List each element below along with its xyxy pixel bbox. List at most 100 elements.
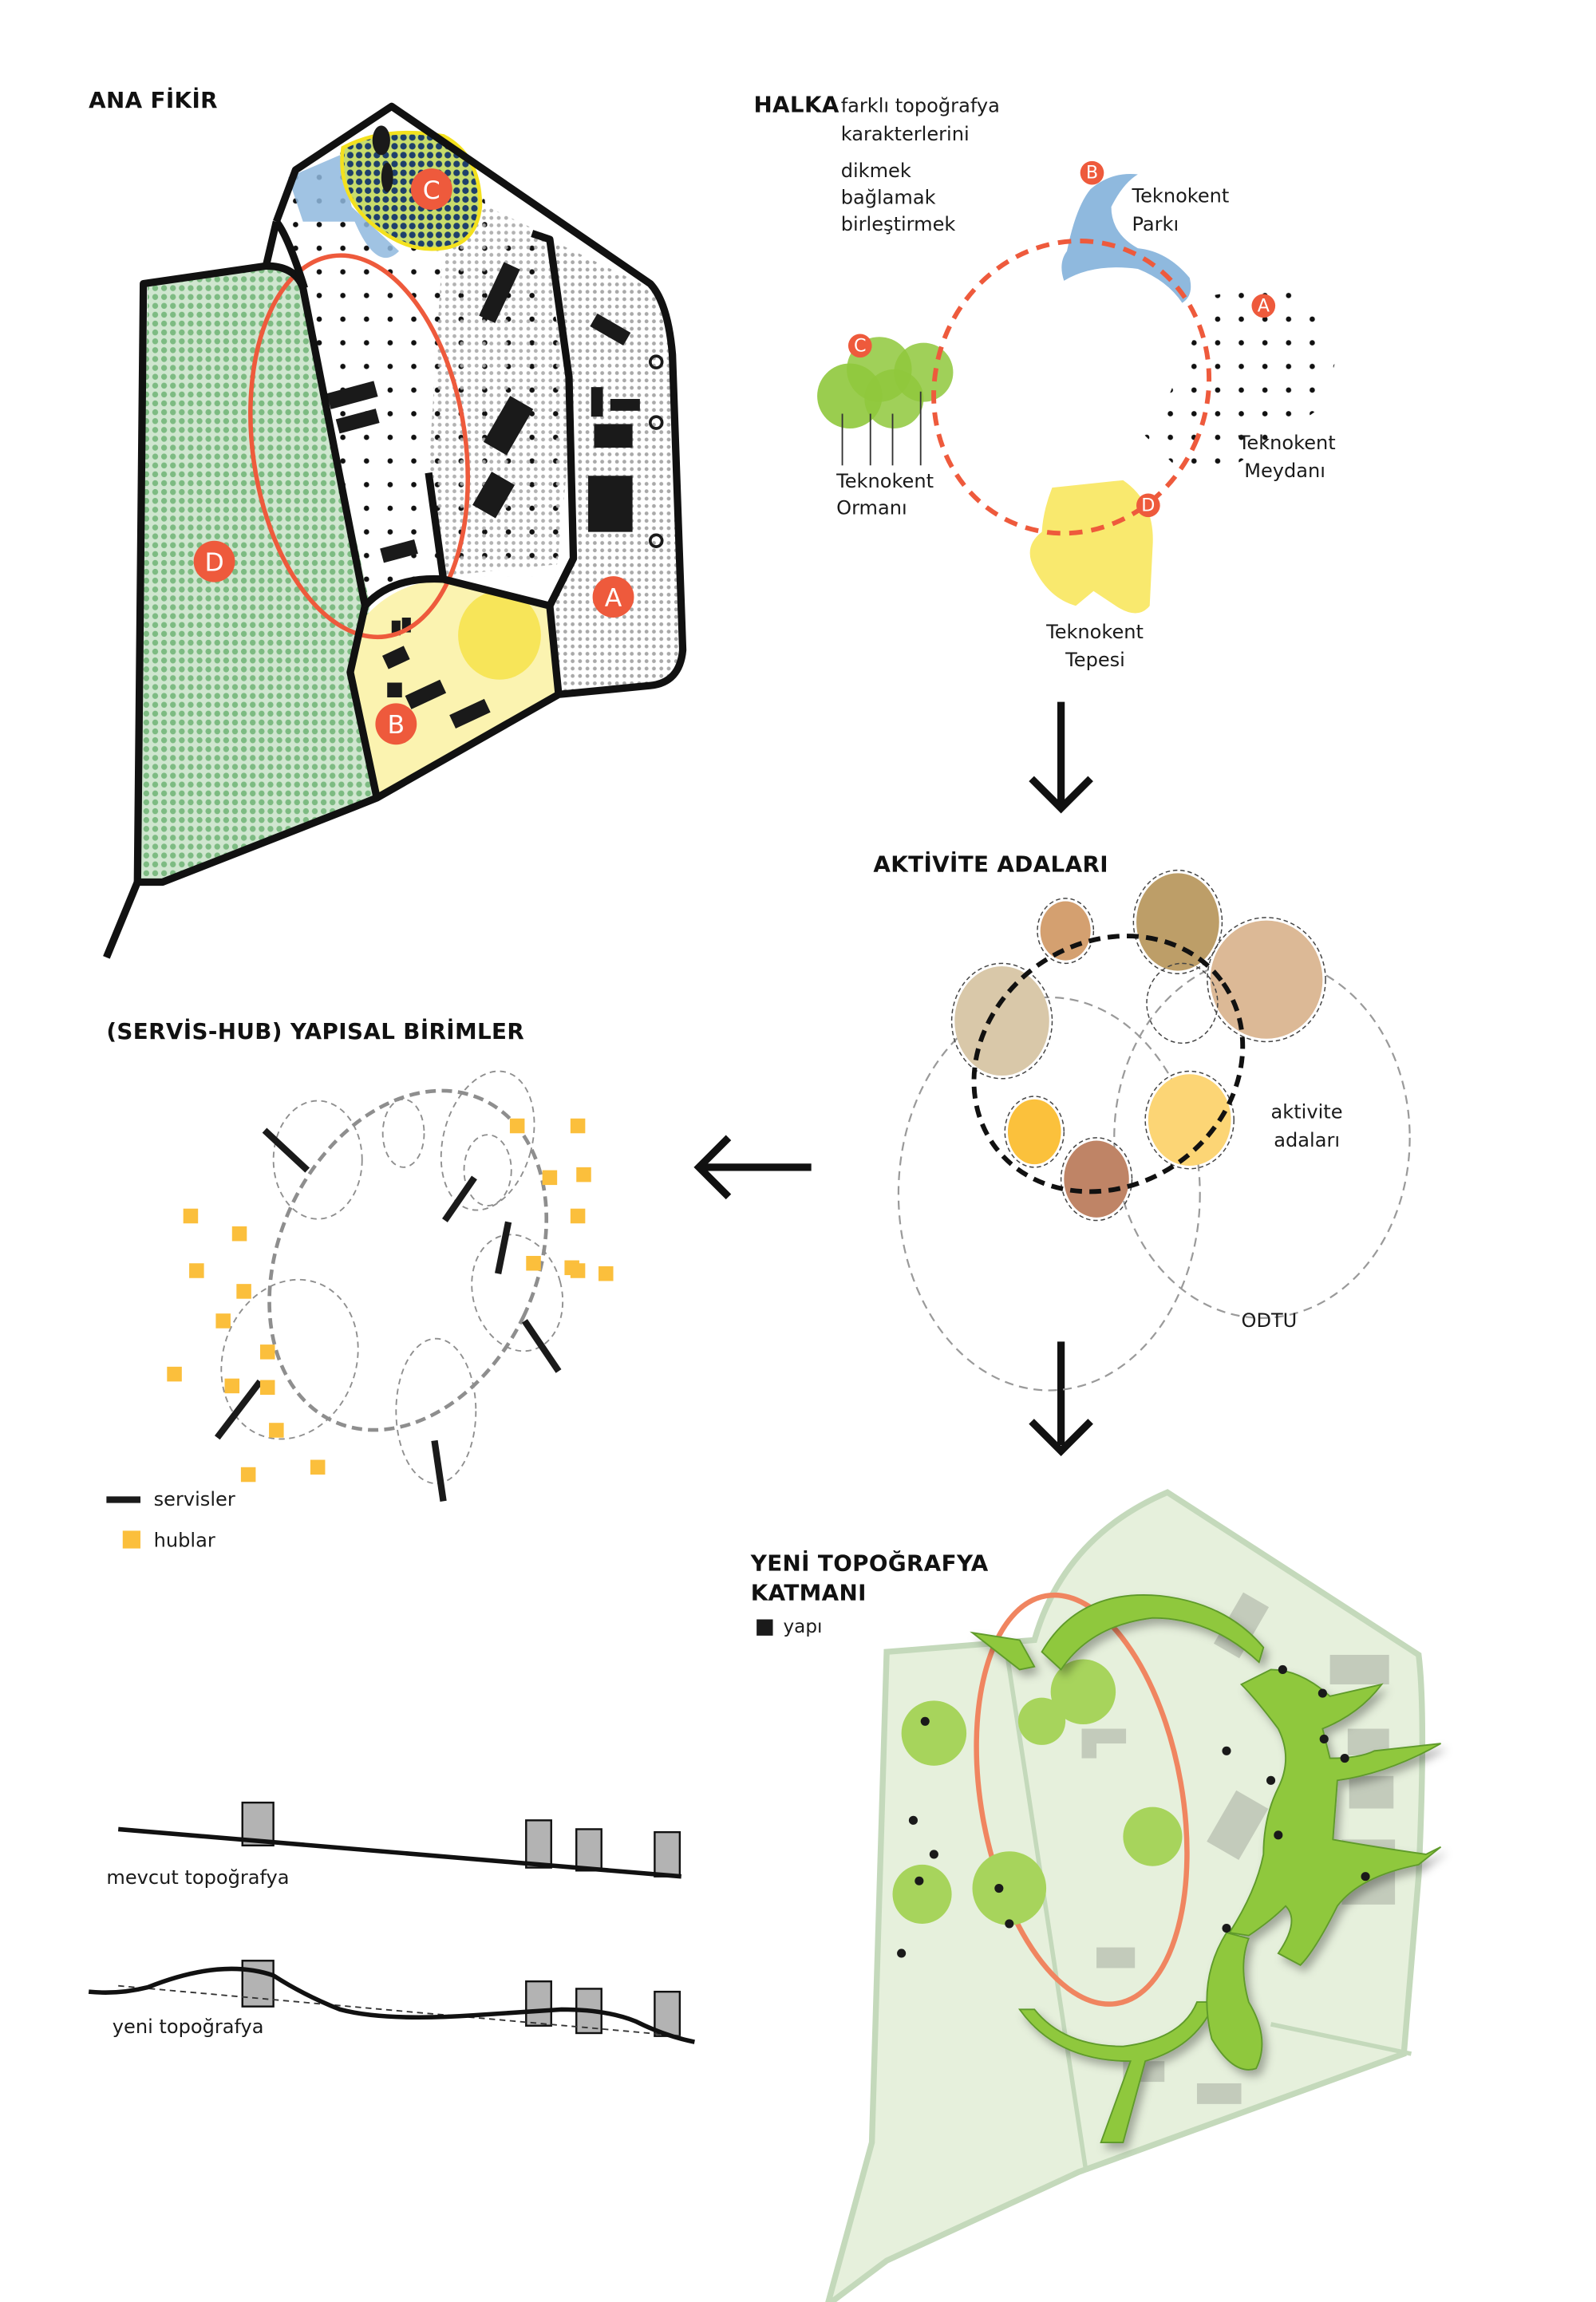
hub-unit	[236, 1284, 251, 1299]
hub-unit	[509, 1118, 525, 1134]
activity-island	[1136, 873, 1219, 971]
halka-section: HALKA farklı topoğrafya karakterlerini d…	[753, 92, 1337, 671]
zone-grey	[429, 207, 577, 577]
aktivite-label-line-2: adaları	[1274, 1129, 1340, 1151]
hub-unit	[598, 1266, 614, 1281]
building	[588, 476, 633, 532]
svg-text:D: D	[1141, 495, 1155, 515]
yapi-marker	[929, 1850, 938, 1859]
zone-marker-a: A	[592, 576, 634, 618]
hub-unit	[240, 1467, 256, 1483]
svg-text:B: B	[1086, 163, 1098, 184]
activity-island	[1148, 1074, 1231, 1167]
svg-text:Parkı: Parkı	[1132, 213, 1179, 235]
hub-unit	[526, 1255, 541, 1271]
hub-unit	[259, 1380, 275, 1396]
activity-island	[1040, 901, 1091, 961]
svg-text:Teknokent: Teknokent	[1238, 432, 1336, 454]
yapi-marker	[908, 1815, 918, 1825]
halka-subtitle-line-1: farklı topoğrafya	[841, 95, 1000, 117]
topography-layer	[970, 1594, 1442, 2143]
zone-d-forest	[136, 266, 377, 882]
svg-text:Meydanı: Meydanı	[1244, 460, 1325, 482]
green-hubs	[892, 1659, 1183, 1925]
meydan-dotted	[1137, 280, 1337, 473]
yapi-marker	[1361, 1872, 1370, 1881]
building	[479, 262, 520, 323]
activity-islands	[950, 869, 1326, 1222]
existing-ground-line	[117, 1826, 681, 1879]
activity-island-outline	[1144, 1070, 1235, 1170]
road	[1270, 2022, 1412, 2056]
servis-legend: servisler hublar	[106, 1488, 235, 1552]
servis-ring	[267, 1088, 549, 1432]
service-unit	[495, 1221, 512, 1275]
yapi-legend-label: yapı	[783, 1617, 822, 1637]
svg-text:D: D	[204, 549, 223, 578]
yapi-marker	[897, 1949, 907, 1958]
yapi-marker	[1317, 1688, 1327, 1698]
building	[483, 396, 534, 456]
svg-text:Teknokent: Teknokent	[1131, 185, 1229, 207]
service-unit	[262, 1127, 310, 1173]
service-unit	[442, 1175, 477, 1222]
existing-buildings-grey	[1081, 1592, 1396, 2104]
halka-verb-3: birleştirmek	[841, 213, 956, 235]
yapi-marker	[1340, 1754, 1349, 1763]
halka-dashed-ring	[931, 239, 1212, 536]
svg-text:C: C	[854, 335, 867, 356]
halka-ring	[974, 1592, 1190, 2007]
servisler	[214, 1127, 562, 1502]
small-circles	[648, 354, 664, 548]
hub-unit	[231, 1226, 247, 1242]
activity-island-outline	[1037, 898, 1095, 965]
ana-fikir-section: ANA FİKİR	[89, 86, 687, 959]
section-building	[525, 1819, 552, 1869]
yapi-marker	[994, 1883, 1004, 1893]
activity-island	[1064, 1140, 1129, 1218]
yapi-markers	[897, 1664, 1370, 1958]
svg-text:Teknokent: Teknokent	[1045, 621, 1144, 643]
yapi-marker	[1222, 1746, 1231, 1755]
yapi-marker	[1278, 1664, 1287, 1675]
building	[590, 313, 631, 345]
hublar-legend-label: hublar	[154, 1530, 215, 1552]
building	[391, 620, 401, 636]
section-building	[654, 1830, 681, 1878]
arrow-down-icon	[1029, 1341, 1093, 1456]
service-unit	[214, 1379, 263, 1440]
svg-text:Teknokent: Teknokent	[836, 470, 934, 492]
activity-island-outline	[1207, 917, 1326, 1043]
svg-text:C: C	[423, 176, 440, 205]
hub-unit	[215, 1313, 231, 1329]
topography-sections: mevcut topoğrafya yeni topoğrafya	[88, 1801, 695, 2044]
service-unit	[521, 1319, 562, 1373]
building	[387, 682, 402, 698]
existing-topography-label: mevcut topoğrafya	[106, 1866, 289, 1889]
building	[381, 646, 410, 669]
hub-unit	[310, 1459, 326, 1475]
yapi-marker	[1005, 1919, 1014, 1929]
yapi-marker	[1222, 1923, 1231, 1933]
halka-node-c: C Teknokent Ormanı	[836, 334, 934, 519]
building	[405, 679, 447, 709]
building	[449, 698, 491, 729]
section-building	[525, 1980, 552, 2027]
building	[380, 539, 418, 563]
zone-marker-c: C	[410, 168, 452, 210]
hub-unit	[576, 1167, 591, 1183]
building	[381, 162, 393, 192]
building	[401, 618, 411, 633]
activity-island-outline	[950, 962, 1053, 1080]
outer-zone-left	[897, 996, 1201, 1392]
odtu-label: ODTU	[1242, 1309, 1298, 1332]
new-topography-label: yeni topoğrafya	[113, 2016, 264, 2038]
building	[335, 409, 380, 434]
yeni-title-line-2: KATMANI	[751, 1579, 867, 1605]
halka-node-a: A Teknokent Meydanı	[1238, 294, 1336, 482]
activity-island-outline	[1146, 962, 1219, 1044]
new-ground-line	[88, 1966, 695, 2044]
ana-fikir-title: ANA FİKİR	[89, 86, 218, 113]
building	[372, 125, 390, 156]
yapi-marker	[915, 1876, 924, 1885]
